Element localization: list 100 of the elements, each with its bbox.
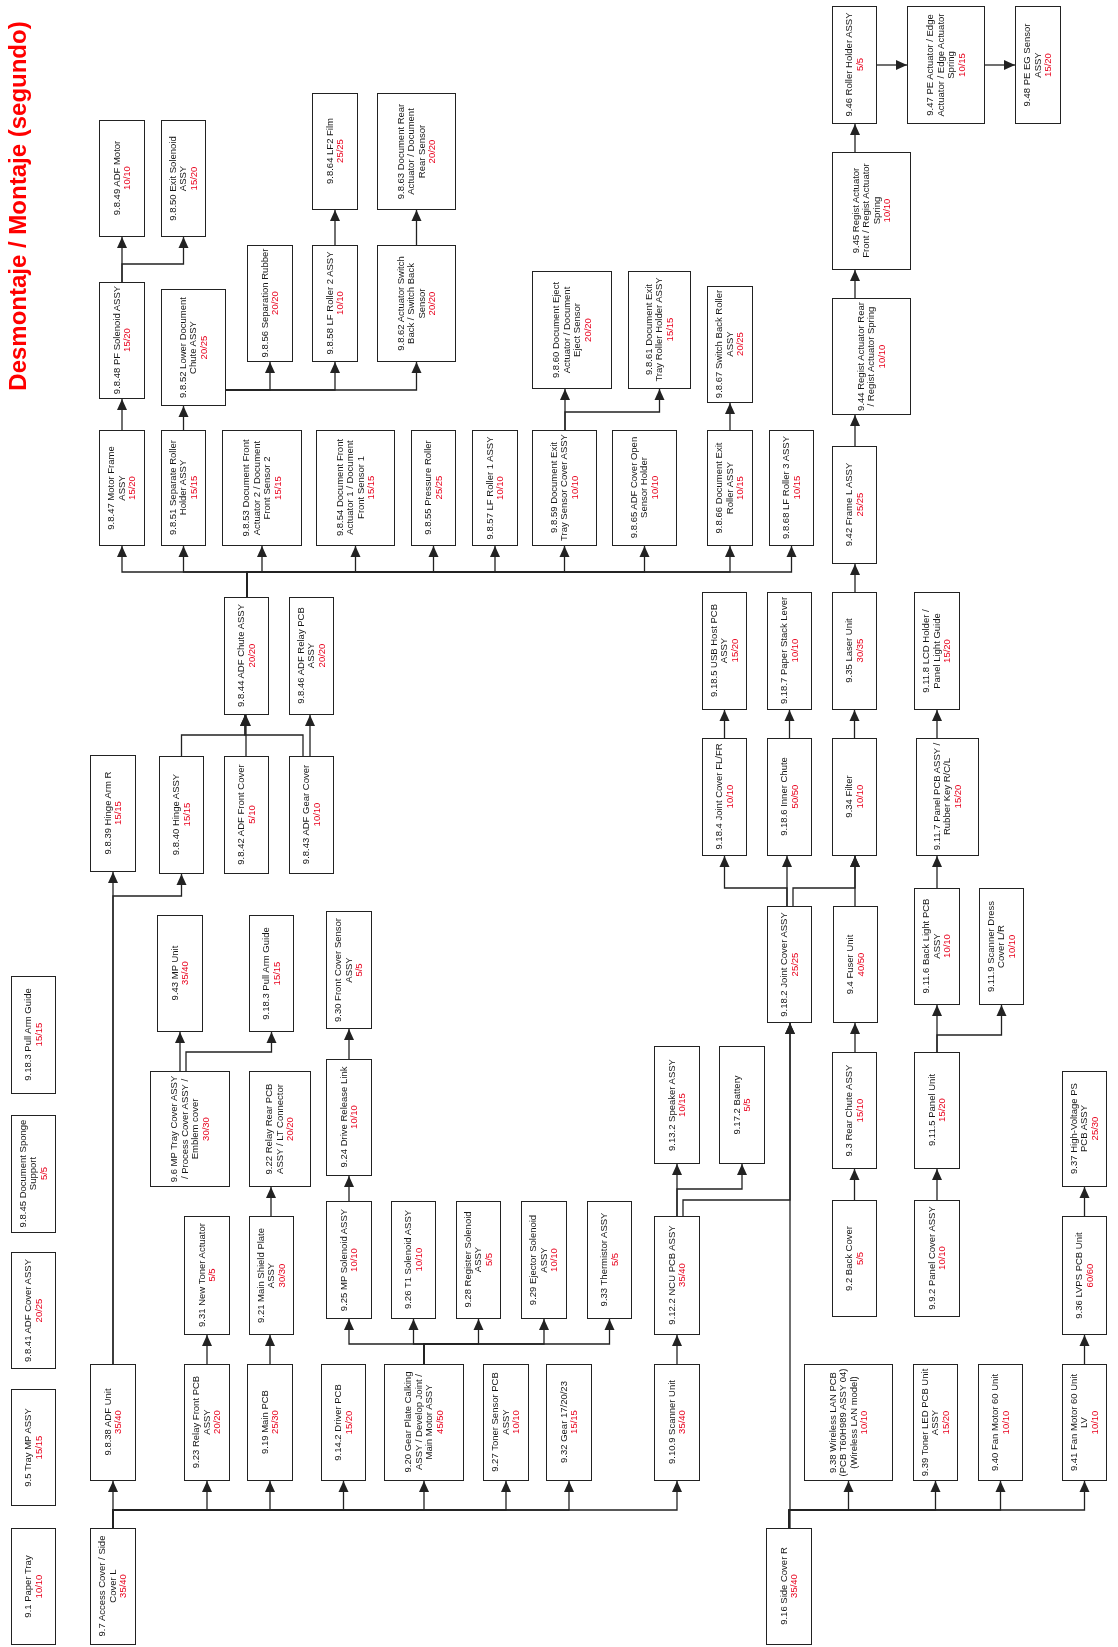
- time-value: 10/10: [858, 1410, 870, 1435]
- arrow: [265, 1334, 275, 1365]
- time-value: 35/40: [788, 1574, 800, 1599]
- time-value: 15/15: [33, 1022, 44, 1047]
- part-box: [532, 430, 597, 546]
- part-name: 9.11.5 Panel Unit: [926, 1074, 937, 1147]
- time-value: 15/15: [664, 317, 675, 342]
- time-value: 25/25: [854, 492, 865, 517]
- part-name: 9.8.66 Document Exit Roller ASSY: [713, 441, 735, 536]
- part-name: 9.33 Thermistor ASSY: [598, 1212, 610, 1307]
- part-name: 9.11.7 Panel PCB ASSY / Rubber Key R/C/L: [931, 742, 953, 852]
- time-value: 25/25: [334, 139, 346, 164]
- part-box: [1062, 1364, 1107, 1481]
- time-value: 10/10: [724, 784, 735, 809]
- time-value: 5/5: [609, 1253, 620, 1267]
- part-name: 9.8.55 Pressure Roller: [422, 440, 434, 535]
- part-name: 9.8.68 LF Roller 3 ASSY: [780, 436, 792, 540]
- part-name: 9.44 Regist Actuator Rear / Regist Actuator Spring: [855, 301, 877, 411]
- time-value: 15/20: [1042, 52, 1054, 77]
- part-box: [767, 738, 812, 856]
- time-value: 20/20: [284, 1116, 296, 1141]
- time-value: 15/15: [272, 475, 283, 500]
- part-box: [628, 271, 691, 389]
- part-name: 9.8.49 ADF Motor: [111, 140, 122, 216]
- part-box: [11, 1389, 56, 1506]
- arrow: [330, 209, 340, 246]
- part-name: 9.37 High-Voltage PS PCB ASSY: [1068, 1082, 1090, 1177]
- arrow: [112, 873, 187, 1365]
- part-name: 9.30 Front Cover Sensor ASSY: [332, 916, 354, 1024]
- time-value: 20/20: [316, 643, 327, 668]
- part-box: [224, 756, 269, 874]
- time-value: 10/15: [734, 475, 746, 500]
- time-value: 15/20: [121, 328, 133, 353]
- time-value: 15/15: [181, 802, 192, 827]
- part-name: 9.8.57 LF Roller 1 ASSY: [484, 436, 495, 540]
- part-name: 9.8.40 Hinge ASSY: [170, 774, 182, 856]
- part-box: [289, 756, 334, 874]
- part-name: 9.18.5 USB Host PCB ASSY: [708, 603, 730, 700]
- part-name: 9.45 Regist Actuator Front / Regist Actuator Spring: [850, 162, 882, 260]
- arrow: [202, 1334, 212, 1365]
- part-box: [377, 93, 456, 210]
- part-name: 9.14.2 Driver PCB: [332, 1383, 344, 1461]
- time-value: 5/5: [854, 58, 865, 72]
- time-value: 15/15: [568, 1410, 580, 1435]
- part-name: 9.11.6 Back Light PCB ASSY: [920, 897, 942, 996]
- arrow: [850, 414, 860, 447]
- time-value: 15/15: [112, 801, 124, 826]
- part-name: 9.8.53 Document Front Actuator 2 / Document Front Sensor 2: [240, 438, 273, 539]
- part-box: [654, 1046, 700, 1164]
- arrow: [719, 709, 730, 739]
- time-value: 15/15: [33, 1435, 44, 1460]
- arrow: [266, 1186, 276, 1217]
- arrow: [782, 855, 792, 907]
- part-box: [766, 1528, 812, 1645]
- part-name: 9.47 PE Actuator / Edge Actuator / Edge Actuator Spring: [924, 12, 957, 119]
- arrow: [225, 361, 422, 391]
- part-name: 9.26 T1 Solenoid ASSY: [402, 1210, 414, 1310]
- part-box: [161, 430, 206, 546]
- part-box: [326, 911, 372, 1029]
- part-name: 9.13.2 Speaker ASSY: [666, 1058, 677, 1151]
- part-name: 9.24 Drive Release Link: [338, 1066, 349, 1168]
- arrow: [1079, 1334, 1090, 1365]
- part-name: 9.31 New Toner Actuator: [196, 1223, 207, 1328]
- part-box: [184, 1364, 230, 1481]
- time-value: 10/10: [569, 475, 580, 500]
- part-box: [326, 1059, 372, 1176]
- part-name: 9.6 MP Tray Cover ASSY / Process Cover ASSY / Emblem cover: [168, 1074, 201, 1183]
- part-box: [222, 430, 302, 546]
- part-box: [312, 245, 358, 362]
- part-name: 9.18.4 Joint Cover FL/FR: [713, 743, 725, 850]
- arrow: [344, 1175, 354, 1202]
- part-name: 9.42 Frame L ASSY: [843, 462, 855, 547]
- part-name: 9.8.48 PF Solenoid ASSY: [111, 286, 122, 395]
- part-name: 9.28 Register Solenoid ASSY: [462, 1210, 484, 1310]
- time-value: 10/15: [956, 52, 967, 77]
- part-box: [11, 1115, 56, 1233]
- time-value: 20/25: [734, 332, 746, 357]
- part-name: 9.18.7 Paper Stack Lever: [778, 597, 790, 705]
- part-name: 9.9.2 Panel Cover ASSY: [926, 1206, 937, 1310]
- part-name: 9.34 Filter: [843, 775, 855, 818]
- part-name: 9.11.9 Scanner Dress Cover L/R: [985, 899, 1007, 994]
- part-name: 9.8.47 Motor Frame ASSY: [105, 445, 127, 532]
- part-name: 9.29 Ejector Solenoid ASSY: [527, 1213, 549, 1307]
- part-box: [411, 430, 456, 546]
- time-value: 35/40: [112, 1410, 124, 1435]
- time-value: 35/40: [676, 1263, 688, 1288]
- time-value: 30/30: [200, 1116, 211, 1141]
- part-box: [247, 245, 293, 362]
- part-box: [472, 430, 518, 546]
- part-name: 9.8.45 Document Sponge Support: [17, 1118, 39, 1229]
- arrow: [850, 563, 860, 593]
- time-value: 10/10: [510, 1410, 522, 1435]
- time-value: 20/25: [33, 1298, 44, 1323]
- time-value: 15/20: [936, 1098, 948, 1123]
- part-box: [979, 888, 1024, 1005]
- part-box: [546, 1364, 592, 1481]
- part-box: [914, 1200, 960, 1317]
- part-box: [521, 1201, 567, 1319]
- part-box: [532, 271, 612, 389]
- time-value: 10/10: [494, 475, 506, 500]
